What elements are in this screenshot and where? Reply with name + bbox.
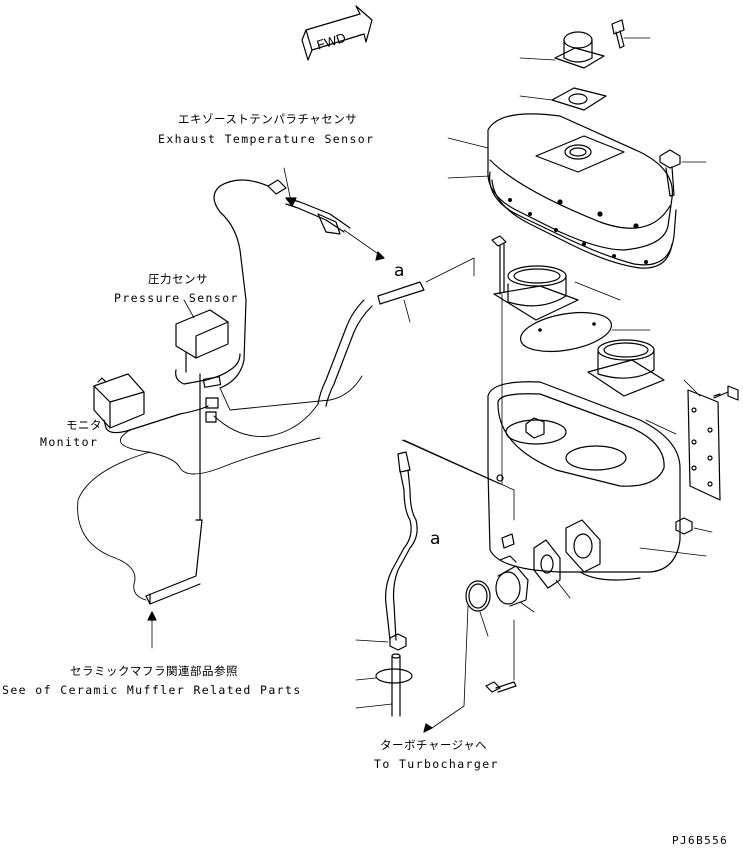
body-outlet-flange [565, 519, 601, 573]
monitor-unit [93, 373, 145, 434]
exhaust-sensor-label-jp: エキゾーストテンパラチャセンサ [178, 112, 358, 126]
fwd-arrow-icon: FWD [301, 5, 373, 61]
exhaust-sensor-label-en: Exhaust Temperature Sensor [158, 132, 375, 146]
callout-a-upper: a [394, 261, 405, 281]
top-bolt [611, 19, 651, 49]
top-gasket [519, 87, 607, 111]
turbocharger-label-jp: ターボチャージャへ [380, 738, 488, 752]
muffler-body [487, 381, 707, 581]
side-plate [683, 379, 721, 501]
fwd-text: FWD [315, 30, 348, 53]
monitor-label-en: Monitor [40, 435, 99, 449]
outlet-gasket [533, 539, 571, 599]
turbocharger-leader [423, 605, 469, 733]
clamp-ring [465, 580, 491, 637]
turbocharger-label-en: To Turbocharger [374, 757, 499, 771]
side-nut [675, 517, 713, 535]
drawing-code: PJ6B556 [672, 834, 729, 847]
side-bolt-long [491, 235, 507, 485]
outlet-cap [519, 31, 605, 69]
tube-nut [355, 633, 407, 651]
tube-clamp [355, 653, 413, 717]
inner-baffle-plate [519, 311, 651, 353]
inner-pipe-2 [587, 339, 665, 397]
callout-a-lower: a [430, 529, 441, 549]
side-bolt [713, 385, 739, 401]
pressure-sensor [175, 299, 229, 373]
ceramic-muffler-label-jp: セラミックマフラ関連部品参照 [70, 664, 238, 678]
elbow-connector [495, 533, 535, 613]
sensor-pipe-upper [317, 257, 475, 407]
pressure-sensor-label-en: Pressure Sensor [114, 291, 239, 305]
muffler-flange-gasket [447, 171, 677, 269]
inner-pipe-1 [493, 265, 621, 321]
cover-bolt [659, 149, 707, 197]
monitor-label-jp: モニタ [66, 418, 102, 432]
pressure-tube [385, 439, 515, 641]
pressure-sensor-label-jp: 圧力センサ [148, 272, 208, 286]
main-harness [77, 353, 363, 649]
muffler-top-cover [447, 113, 673, 251]
ceramic-muffler-label-en: See of Ceramic Muffler Related Parts [2, 683, 302, 697]
temp-sensor-harness [213, 167, 385, 389]
flange-bolt [485, 619, 517, 693]
